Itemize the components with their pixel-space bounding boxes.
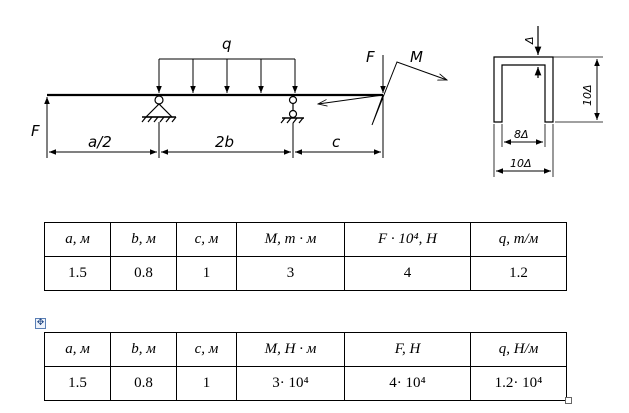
distributed-load-q xyxy=(156,58,298,93)
table-header-cell: F · 10⁴, Н xyxy=(344,222,471,257)
roller-support xyxy=(280,95,304,124)
table-header-cell: a, м xyxy=(44,222,111,257)
dimension-line xyxy=(46,97,384,158)
table-cell: 1.5 xyxy=(44,256,111,291)
dimension-b-label: 2b xyxy=(215,133,234,151)
dimension-c-label: c xyxy=(332,133,341,151)
table-header-cell: q, т/м xyxy=(470,222,567,257)
parameters-table-2: a, м b, м c, м M, Н · м F, Н q, Н/м 1.5 … xyxy=(44,332,567,401)
table-cell: 1 xyxy=(176,366,237,401)
load-q-label: q xyxy=(222,35,232,53)
moment-m-symbol xyxy=(318,61,447,126)
table-header-cell: M, т · м xyxy=(236,222,345,257)
table-row: 1.5 0.8 1 3 4 1.2 xyxy=(44,256,567,291)
table-cell: 1.2 xyxy=(470,256,567,291)
beam-diagram: q F F M xyxy=(31,26,603,177)
table-header-cell: q, Н/м xyxy=(470,332,567,367)
channel-cross-section xyxy=(493,26,603,177)
force-f-left-label: F xyxy=(31,122,40,140)
moment-m-label: M xyxy=(410,48,423,66)
table-cell: 3· 10⁴ xyxy=(236,366,345,401)
table-header-cell: b, м xyxy=(110,222,177,257)
section-height-label: 10Δ xyxy=(581,84,594,106)
parameters-table-1: a, м b, м c, м M, т · м F · 10⁴, Н q, т/… xyxy=(44,222,567,291)
table-cell: 1.5 xyxy=(44,366,111,401)
table-header-cell: F, Н xyxy=(344,332,471,367)
dimension-a-label: a/2 xyxy=(88,133,112,151)
pinned-support xyxy=(141,95,177,123)
table-header-row: a, м b, м c, м M, Н · м F, Н q, Н/м xyxy=(44,332,567,367)
resize-handle[interactable] xyxy=(565,397,572,404)
move-anchor-icon[interactable]: ✥ xyxy=(35,318,46,329)
table-header-cell: c, м xyxy=(176,222,237,257)
section-delta-label: Δ xyxy=(523,36,536,45)
table-header-cell: c, м xyxy=(176,332,237,367)
table-cell: 1.2· 10⁴ xyxy=(470,366,567,401)
table-header-cell: b, м xyxy=(110,332,177,367)
section-inner-width-label: 8Δ xyxy=(514,128,529,141)
table-cell: 4 xyxy=(344,256,471,291)
table-cell: 0.8 xyxy=(110,256,177,291)
table-cell: 1 xyxy=(176,256,237,291)
table-header-row: a, м b, м c, м M, т · м F · 10⁴, Н q, т/… xyxy=(44,222,567,257)
section-outer-width-label: 10Δ xyxy=(510,157,532,170)
table-header-cell: M, Н · м xyxy=(236,332,345,367)
table-cell: 0.8 xyxy=(110,366,177,401)
table-row: 1.5 0.8 1 3· 10⁴ 4· 10⁴ 1.2· 10⁴ xyxy=(44,366,567,401)
table-header-cell: a, м xyxy=(44,332,111,367)
table-cell: 3 xyxy=(236,256,345,291)
table-cell: 4· 10⁴ xyxy=(344,366,471,401)
force-f-right-label: F xyxy=(366,48,375,66)
